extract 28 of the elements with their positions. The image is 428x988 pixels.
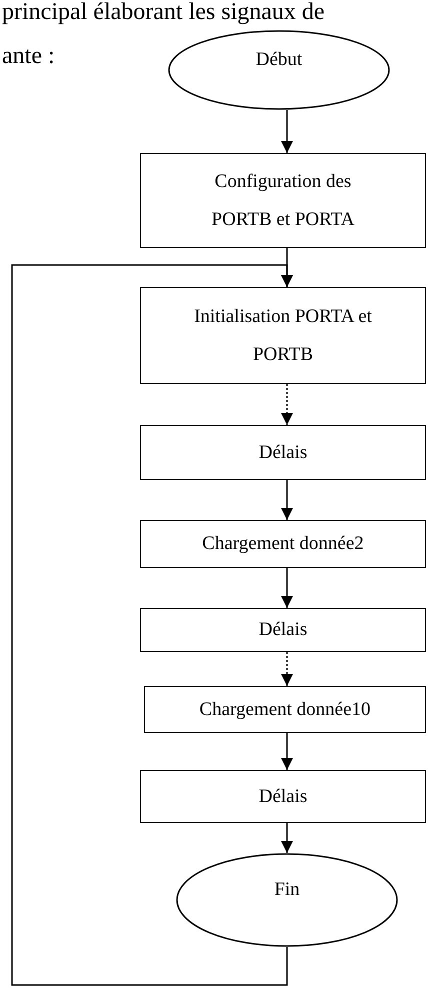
arrow <box>281 384 293 425</box>
process-box <box>140 153 426 248</box>
step-text: Fin <box>274 878 300 902</box>
process-box <box>140 287 426 384</box>
process-box <box>140 520 426 568</box>
step-text: Chargement donnée10 <box>199 698 371 722</box>
step-text: Délais <box>258 784 308 808</box>
step-text: Chargement donnée2 <box>202 532 364 556</box>
step-text: Début <box>256 48 302 72</box>
terminal-ellipse <box>168 30 390 110</box>
loop-arrow <box>11 264 293 986</box>
body-text: ante : <box>2 42 55 70</box>
process-box <box>140 608 426 652</box>
process-box <box>144 686 426 733</box>
step-text: Délais <box>258 618 308 642</box>
step-text: Délais <box>258 440 308 464</box>
process-box <box>140 425 426 480</box>
process-box <box>140 770 426 823</box>
body-text: principal élaborant les signaux de <box>2 0 325 26</box>
arrow <box>281 823 293 853</box>
arrow <box>281 652 293 686</box>
terminal-ellipse <box>176 853 398 947</box>
arrow <box>281 480 293 520</box>
arrow <box>281 568 293 608</box>
step-text: Initialisation PORTA et PORTB <box>193 304 373 366</box>
step-text: Configuration des PORTB et PORTA <box>210 170 356 232</box>
arrow <box>281 733 293 770</box>
arrow <box>281 110 293 153</box>
